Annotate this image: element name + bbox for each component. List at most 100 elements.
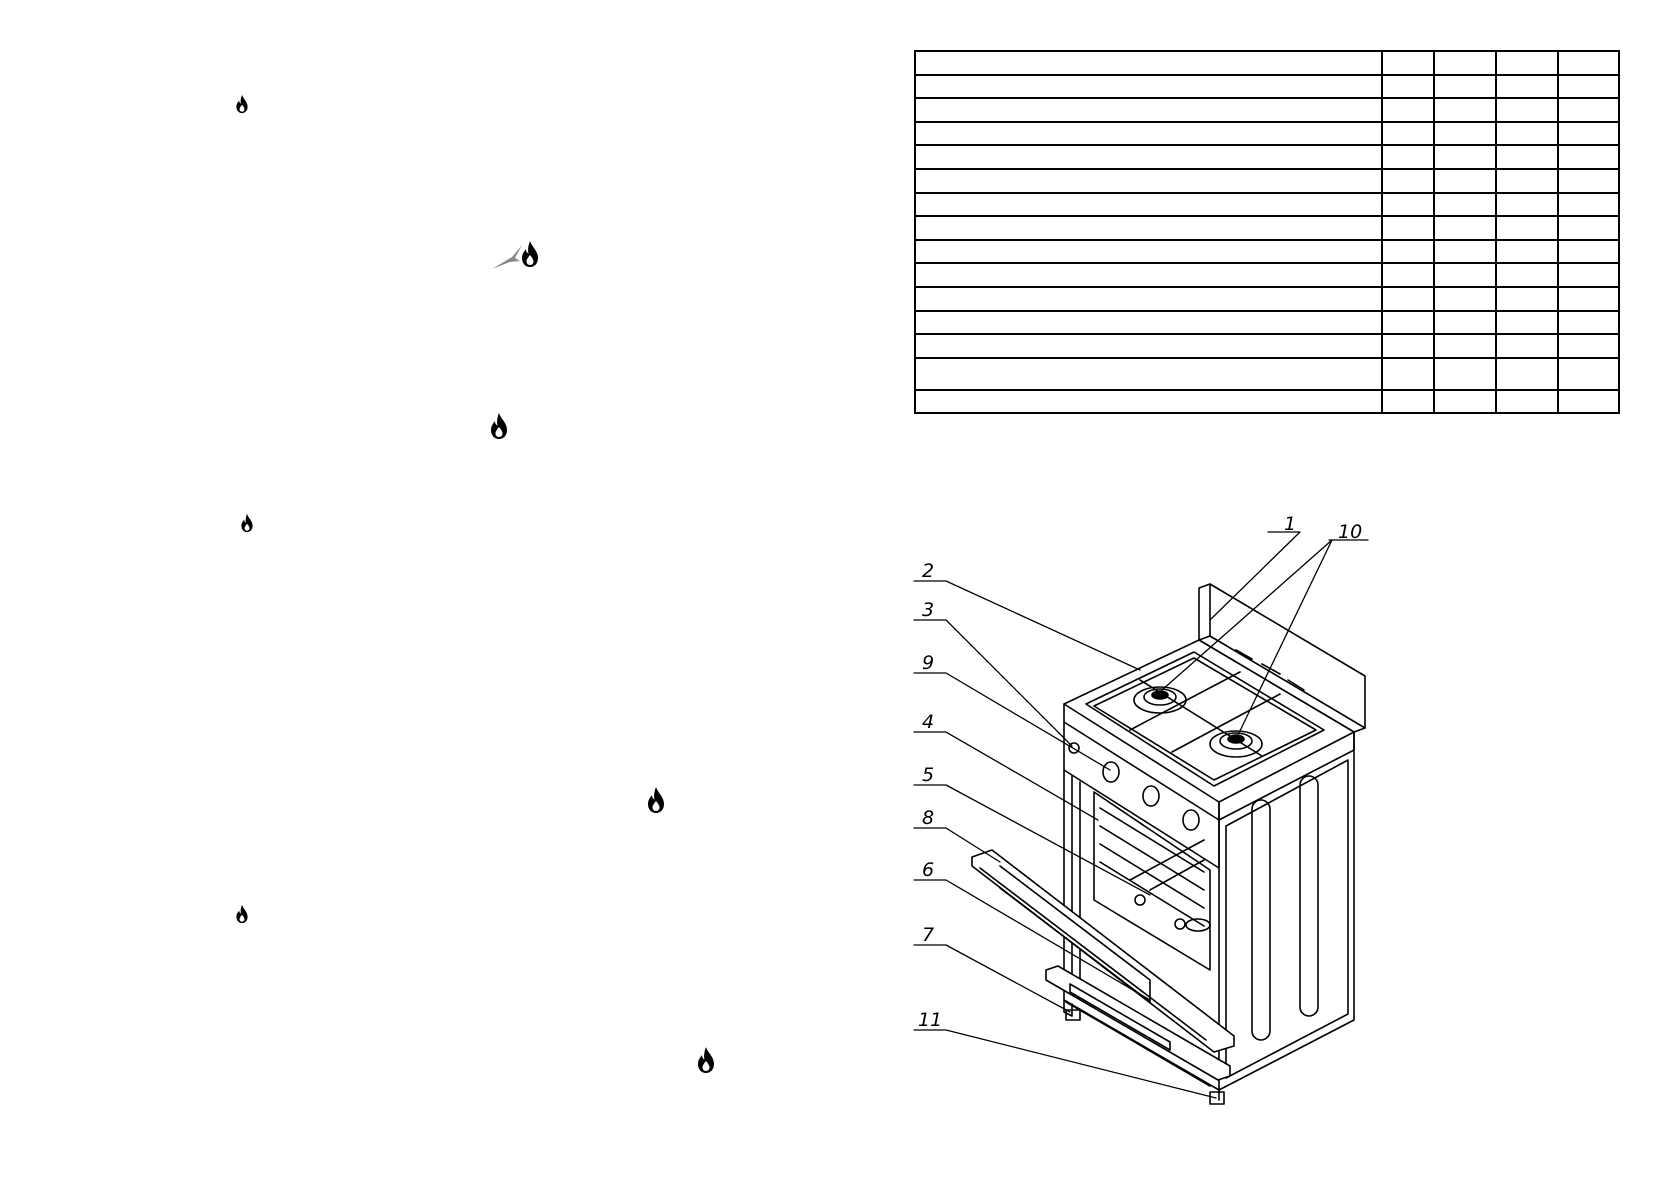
table-cell — [1432, 309, 1497, 336]
table-cell — [1494, 215, 1559, 241]
table-row — [913, 333, 1621, 359]
table-cell — [1432, 97, 1497, 123]
table-cell — [913, 356, 1384, 391]
table-cell — [1494, 309, 1559, 336]
flame-icon — [489, 412, 509, 440]
table-cell — [1494, 120, 1559, 147]
table-cell — [1381, 120, 1435, 147]
table-cell — [1556, 238, 1621, 265]
table-cell — [1556, 144, 1621, 170]
table-row — [913, 97, 1621, 123]
table-cell — [1556, 73, 1621, 100]
specification-table — [913, 50, 1621, 415]
stove-body — [971, 583, 1366, 1105]
table-cell — [1381, 333, 1435, 359]
table-cell — [1432, 50, 1497, 76]
table-cell — [1494, 388, 1559, 415]
table-cell — [1556, 50, 1621, 76]
flame-icon — [235, 904, 249, 924]
table-row — [913, 238, 1621, 265]
table-cell — [1432, 215, 1497, 241]
table-row — [913, 120, 1621, 147]
table-cell — [1494, 144, 1559, 170]
table-row — [913, 191, 1621, 218]
table-cell — [1432, 144, 1497, 170]
table-cell — [1556, 388, 1621, 415]
table-cell — [1432, 388, 1497, 415]
table-cell — [1556, 120, 1621, 147]
table-cell — [1381, 50, 1435, 76]
table-cell — [1494, 238, 1559, 265]
table-row — [913, 356, 1621, 391]
table-cell — [1381, 285, 1435, 312]
table-cell — [1494, 333, 1559, 359]
table-row — [913, 50, 1621, 76]
table-cell — [1494, 356, 1559, 391]
callout-11: 11 — [918, 1009, 942, 1031]
table-cell — [913, 309, 1384, 336]
table-row — [913, 73, 1621, 100]
flame-icon — [235, 94, 249, 114]
table-cell — [913, 388, 1384, 415]
table-cell — [1494, 191, 1559, 218]
table-cell — [913, 73, 1384, 100]
table-row — [913, 309, 1621, 336]
control-knobs — [1068, 742, 1200, 831]
table-row — [913, 167, 1621, 194]
flame-icon — [696, 1046, 716, 1074]
table-cell — [913, 144, 1384, 170]
callout-1: 1 — [1284, 513, 1296, 535]
table-cell — [1432, 167, 1497, 194]
table-cell — [913, 215, 1384, 241]
table-cell — [913, 97, 1384, 123]
table-cell — [913, 50, 1384, 76]
table-cell — [913, 285, 1384, 312]
table-cell — [913, 333, 1384, 359]
table-cell — [1432, 333, 1497, 359]
table-cell — [1381, 356, 1435, 391]
table-cell — [1381, 215, 1435, 241]
table-cell — [1556, 356, 1621, 391]
callout-10: 10 — [1338, 521, 1362, 543]
callout-5: 5 — [922, 764, 934, 786]
backsplash-vents — [1235, 649, 1305, 691]
table-row — [913, 285, 1621, 312]
leader-lines — [913, 531, 1369, 1099]
callout-9: 9 — [922, 652, 934, 674]
table-cell — [1432, 262, 1497, 288]
flame-icon — [522, 241, 538, 267]
table-cell — [1381, 309, 1435, 336]
table-cell — [1556, 215, 1621, 241]
table-cell — [913, 191, 1384, 218]
table-cell — [1432, 238, 1497, 265]
table-cell — [1556, 97, 1621, 123]
table-cell — [1381, 262, 1435, 288]
table-cell — [1381, 97, 1435, 123]
callout-2: 2 — [922, 560, 934, 582]
table-cell — [1556, 167, 1621, 194]
flame-icon — [240, 513, 254, 533]
table-cell — [1432, 285, 1497, 312]
table-cell — [1556, 285, 1621, 312]
table-cell — [1556, 191, 1621, 218]
table-cell — [1432, 356, 1497, 391]
stove-diagram: 1 10 2 3 9 4 5 8 6 7 11 — [913, 513, 1369, 1105]
table-cell — [1432, 120, 1497, 147]
spark-ignition-icon — [490, 238, 546, 274]
table-cell — [1494, 50, 1559, 76]
table-cell — [1556, 309, 1621, 336]
table-cell — [1556, 262, 1621, 288]
callout-7: 7 — [922, 924, 934, 946]
table-cell — [1381, 388, 1435, 415]
table-cell — [1494, 167, 1559, 194]
callout-8: 8 — [922, 807, 934, 829]
callout-3: 3 — [922, 599, 934, 621]
table-cell — [1494, 73, 1559, 100]
flame-icon — [646, 786, 666, 814]
table-cell — [913, 262, 1384, 288]
table-cell — [1381, 167, 1435, 194]
table-cell — [1381, 238, 1435, 265]
table-row — [913, 262, 1621, 288]
burners — [1133, 686, 1263, 758]
spark-icon — [492, 245, 522, 269]
